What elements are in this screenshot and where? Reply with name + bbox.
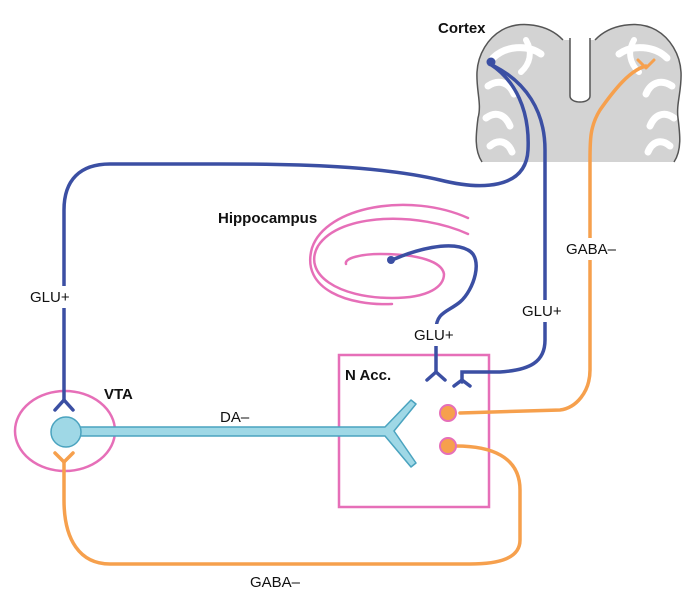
cortex-shape bbox=[475, 23, 682, 163]
glu-pathway-cortex-nacc bbox=[460, 64, 547, 384]
cortex-label: Cortex bbox=[438, 20, 486, 37]
gaba-terminal-vta bbox=[53, 451, 75, 464]
vta-dopamine-neuron bbox=[50, 416, 82, 448]
gaba-terminal-cortex bbox=[636, 58, 656, 70]
glu-vta-label: GLU+ bbox=[30, 289, 70, 306]
gaba-pathway-cortex-nacc bbox=[458, 64, 648, 415]
hippocampus-label: Hippocampus bbox=[218, 210, 317, 227]
vta-label: VTA bbox=[104, 386, 133, 403]
glu-cortex-label: GLU+ bbox=[522, 303, 562, 320]
nacc-label: N Acc. bbox=[345, 367, 391, 384]
gaba-pathway-nacc-vta bbox=[62, 444, 522, 566]
da-pathway-vta-nacc bbox=[79, 399, 417, 468]
gaba-neuron-nacc-2 bbox=[439, 437, 457, 455]
hippocampus-shape bbox=[309, 203, 470, 306]
da-label: DA– bbox=[220, 409, 250, 426]
glu-pathway-hippocampus-nacc bbox=[390, 244, 478, 374]
hippocampus-neuron-soma bbox=[387, 256, 395, 264]
gaba-vta-label: GABA– bbox=[250, 574, 301, 591]
glu-hippocampus-label: GLU+ bbox=[414, 327, 454, 344]
glu-pathway-cortex-vta bbox=[62, 62, 530, 402]
cortex-neuron-soma bbox=[486, 57, 496, 67]
glu-terminal-nacc-hippocampus bbox=[425, 370, 447, 382]
glu-terminal-nacc-cortex bbox=[452, 378, 472, 388]
gaba-neuron-nacc-1 bbox=[439, 404, 457, 422]
glu-terminal-vta bbox=[53, 398, 75, 412]
gaba-cortex-label: GABA– bbox=[566, 241, 617, 258]
